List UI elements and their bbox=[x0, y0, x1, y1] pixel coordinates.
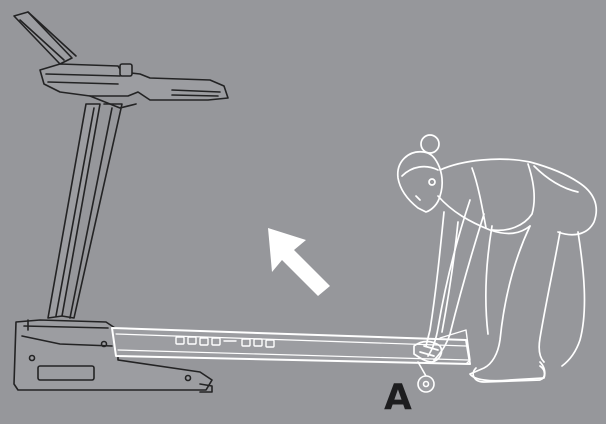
leg-near bbox=[470, 226, 545, 381]
lift-direction-arrow bbox=[268, 228, 330, 296]
console-panel bbox=[14, 12, 76, 64]
callout-label-a: A bbox=[384, 380, 412, 416]
hair-bun bbox=[421, 135, 439, 153]
upright-post bbox=[48, 104, 122, 318]
transport-wheel bbox=[418, 362, 434, 392]
running-deck bbox=[112, 328, 470, 364]
leg-far bbox=[562, 232, 584, 366]
handlebar bbox=[40, 64, 228, 108]
arm-far bbox=[426, 212, 444, 346]
arm-near bbox=[428, 200, 470, 356]
torso bbox=[440, 159, 596, 235]
treadmill-illustration bbox=[14, 12, 470, 392]
